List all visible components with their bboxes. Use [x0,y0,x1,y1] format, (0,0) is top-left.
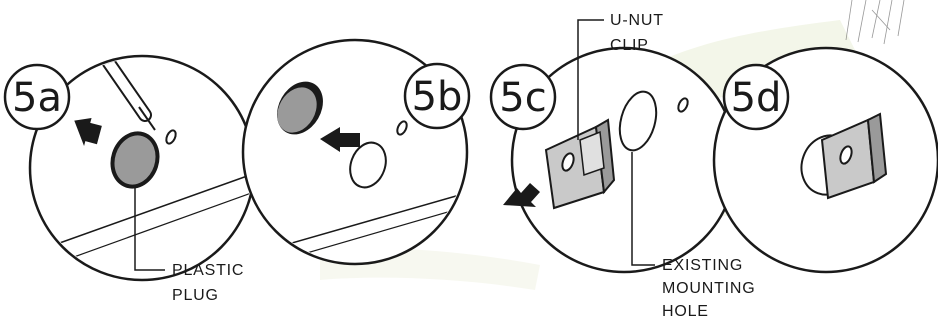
callout-plastic: PLASTIC [172,262,244,279]
callout-leader-clip [577,19,604,140]
step-badge-5d [722,63,790,131]
panel-5c: 5c U-NUT CLIP EXISTING MOUNTING HOLE [489,12,756,320]
callout-leader-hole [631,152,655,266]
panel-5b: 5b [241,38,471,266]
callout-existing: EXISTING [662,257,743,274]
push-arrow-icon [74,117,102,147]
callout-leader-plug [134,188,165,271]
step-badge-5c [489,63,557,131]
insert-arrow-icon [503,183,540,207]
installed-u-nut-clip [820,112,888,200]
mounting-hole [349,141,387,189]
callout-mounting: MOUNTING [662,280,756,297]
grass-sketch [845,0,905,45]
step-label-5b: 5b [412,74,463,120]
callout-clip: CLIP [610,37,649,54]
callout-plug: PLUG [172,287,219,304]
existing-mounting-hole [618,90,658,152]
step-badge-5b [403,62,471,130]
u-nut-clip [544,118,616,210]
small-hole-icon [165,129,177,145]
panel-5d: 5d [712,46,938,274]
callout-hole: HOLE [662,303,709,320]
step-label-5c: 5c [499,75,546,121]
step-label-5a: 5a [12,75,62,121]
callout-u-nut: U-NUT [610,12,664,29]
panel-5a: 5a PLASTIC PLUG [3,54,256,304]
step-label-5d: 5d [731,75,782,121]
step-badge-5a [3,63,71,131]
pull-arrow-icon [320,127,360,152]
